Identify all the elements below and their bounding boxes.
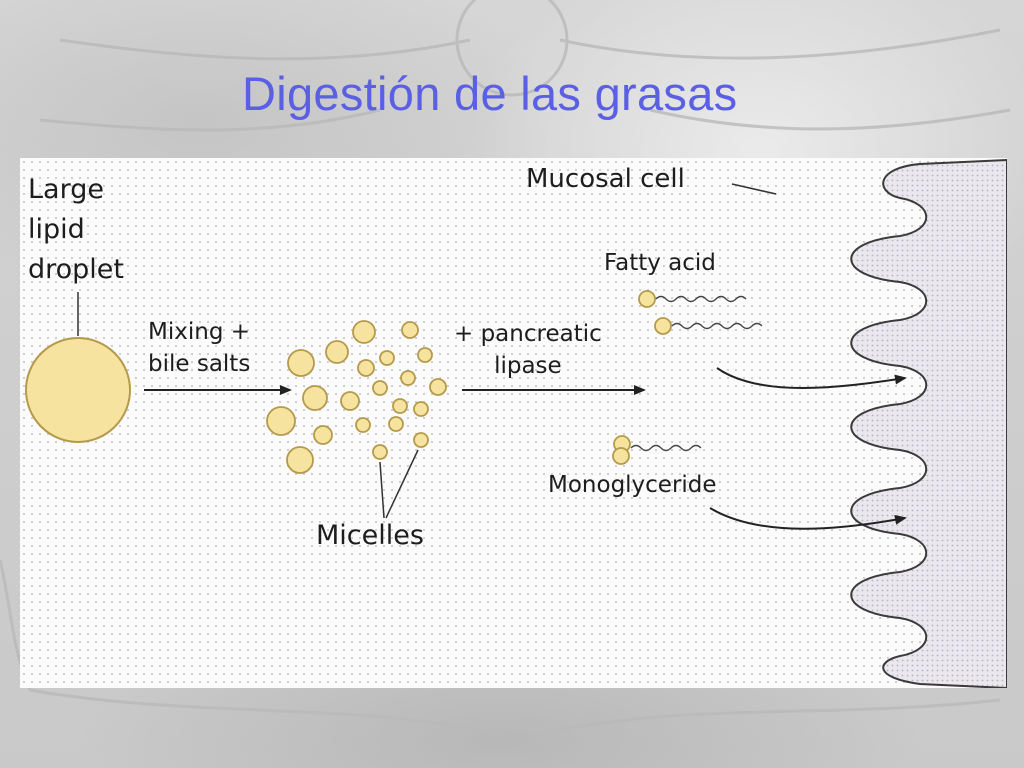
micelle [388,416,404,432]
lipid-digestion-diagram: Large lipid droplet Mixing + bile salts … [20,158,1007,688]
monoglyceride-label: Monoglyceride [548,472,717,498]
label-line: Large [28,174,104,205]
micelle [379,350,395,366]
micelle [413,432,429,448]
micelle [357,359,375,377]
label-line: + pancreatic [454,321,602,347]
micelle [286,446,314,474]
micelle [325,340,349,364]
label-line: Mixing + [148,319,250,345]
micelle [417,347,433,363]
micelle [392,398,408,414]
fatty-acid-molecule [654,317,763,335]
label-line: lipid [28,214,85,245]
micelle [266,406,296,436]
micelle [355,417,371,433]
large-lipid-droplet [25,337,131,443]
micelle [352,320,376,344]
micelle [287,349,315,377]
mucosal-cell [850,158,1007,688]
micelles-label: Micelles [316,520,424,551]
label-line: droplet [28,254,125,285]
micelle [372,444,388,460]
fatty-acid-label: Fatty acid [604,250,716,276]
fatty-acid-absorption-arrow [716,367,907,389]
fatty-acid-molecule [638,290,747,308]
diagram-graphics [25,158,1007,688]
micelle [302,385,328,411]
micelle [429,378,447,396]
pancreatic-lipase-label: + pancreatic lipase [454,318,602,382]
large-lipid-droplet-label: Large lipid droplet [28,170,124,290]
micelles-leader [385,449,419,519]
micelle [340,391,360,411]
mucosal-cell-leader [731,183,777,195]
label-line: bile salts [148,351,251,377]
micelles-cluster [266,320,447,474]
monoglyceride-absorption-arrow [709,507,907,530]
micelle [401,321,419,339]
micelle [400,370,416,386]
micelle [413,401,429,417]
micelle [313,425,333,445]
mucosal-cell-label: Mucosal cell [526,164,685,194]
micelle [372,380,388,396]
micelles-leader [379,461,385,519]
monoglyceride-molecule [612,435,702,465]
slide-title: Digestión de las grasas [242,67,738,120]
label-line: lipase [494,353,562,379]
mixing-bile-salts-label: Mixing + bile salts [148,316,250,380]
